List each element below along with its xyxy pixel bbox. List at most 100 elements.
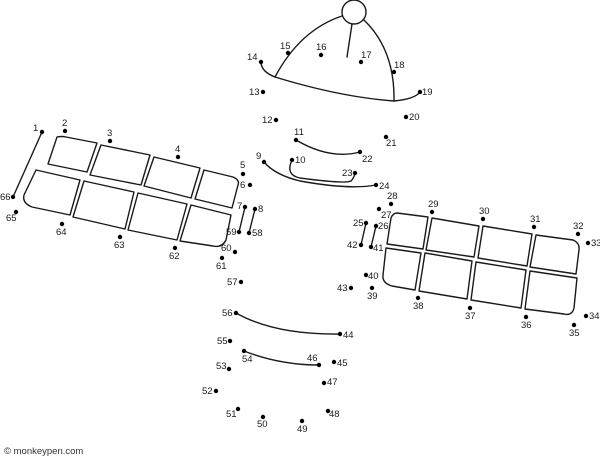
dot-marker — [363, 220, 369, 226]
dot-marker — [575, 231, 581, 237]
dot-marker — [261, 159, 267, 165]
dot-8: 8 — [252, 204, 263, 215]
dot-number-label: 60 — [221, 243, 232, 254]
dot-33: 33 — [585, 238, 600, 249]
dot-28: 28 — [387, 191, 398, 207]
dot-marker — [331, 359, 337, 365]
dot-16: 16 — [316, 42, 327, 58]
dot-number-label: 50 — [257, 419, 268, 430]
dot-number-label: 42 — [347, 240, 358, 251]
dot-marker — [260, 414, 266, 420]
dot-number-label: 7 — [237, 201, 242, 212]
dot-marker — [236, 229, 242, 235]
dot-25: 25 — [353, 218, 369, 229]
dot-marker — [226, 366, 232, 372]
dot-20: 20 — [403, 112, 420, 123]
dot-marker — [429, 209, 435, 215]
dot-marker — [285, 50, 291, 56]
dot-7: 7 — [237, 201, 248, 212]
dot-number-label: 56 — [222, 308, 233, 319]
dot-52: 52 — [202, 386, 219, 397]
dot-41: 41 — [368, 243, 384, 254]
dot-number-label: 27 — [381, 210, 392, 221]
dot-1: 1 — [33, 123, 45, 135]
dot-marker — [337, 331, 343, 337]
dot-marker — [13, 209, 19, 215]
dot-46: 46 — [307, 353, 322, 368]
dot-number-label: 32 — [573, 221, 584, 232]
dot-40: 40 — [363, 271, 379, 282]
dot-marker — [571, 322, 577, 328]
dot-number-label: 3 — [107, 128, 112, 139]
dot-31: 31 — [530, 214, 541, 230]
dot-48: 48 — [325, 408, 340, 420]
dot-65: 65 — [6, 209, 19, 224]
dot-13: 13 — [249, 87, 266, 98]
dot-47: 47 — [321, 377, 338, 388]
dot-62: 62 — [169, 245, 180, 262]
dot-53: 53 — [216, 361, 232, 372]
curve-56-44 — [235, 312, 341, 335]
dot-marker — [107, 138, 113, 144]
dot-2: 2 — [62, 118, 68, 134]
dot-marker — [235, 406, 241, 412]
dot-number-label: 59 — [226, 227, 237, 238]
dot-number-label: 39 — [367, 291, 378, 302]
dot-marker — [357, 149, 363, 155]
dot-19: 19 — [417, 87, 433, 98]
dot-marker — [252, 206, 258, 212]
dot-39: 39 — [367, 285, 378, 302]
dot-37: 37 — [465, 305, 476, 322]
dot-number-label: 15 — [280, 41, 291, 52]
dot-number-label: 6 — [240, 180, 245, 191]
dot-marker — [59, 221, 65, 227]
hat-outline — [260, 0, 421, 102]
dot-14: 14 — [247, 52, 264, 65]
dot-number-label: 1 — [33, 123, 38, 134]
dot-marker — [318, 52, 324, 58]
dot-marker — [273, 117, 279, 123]
dot-marker — [388, 201, 394, 207]
dot-61: 61 — [216, 255, 227, 272]
dot-45: 45 — [331, 358, 348, 369]
dot-24: 24 — [373, 181, 390, 192]
curve-10-23 — [289, 159, 356, 183]
dot-10: 10 — [289, 155, 306, 166]
dot-number-label: 31 — [530, 214, 541, 225]
dot-marker — [293, 137, 299, 143]
dot-number-label: 21 — [386, 138, 397, 149]
dot-63: 63 — [114, 234, 125, 251]
dot-number-label: 10 — [295, 155, 306, 166]
dot-36: 36 — [521, 314, 532, 331]
dot-number-label: 63 — [114, 240, 125, 251]
dot-marker — [316, 362, 322, 368]
dot-number-label: 24 — [379, 181, 390, 192]
dot-marker — [227, 338, 233, 344]
dot-number-label: 25 — [353, 218, 364, 229]
dot-number-label: 48 — [329, 409, 340, 420]
curve-11-22 — [295, 139, 361, 155]
dot-22: 22 — [357, 149, 373, 165]
dot-27: 27 — [376, 206, 392, 221]
dot-number-label: 16 — [316, 42, 327, 53]
dot-26: 26 — [373, 221, 389, 232]
dot-number-label: 34 — [589, 311, 600, 322]
dot-marker — [175, 154, 181, 160]
dot-marker — [368, 244, 374, 250]
dot-5: 5 — [240, 160, 245, 177]
dot-number-label: 45 — [337, 358, 348, 369]
dot-marker — [523, 314, 529, 320]
dot-58: 58 — [246, 228, 263, 239]
dot-50: 50 — [257, 414, 268, 430]
dot-marker — [480, 216, 486, 222]
dot-59: 59 — [226, 227, 242, 238]
dot-marker — [62, 128, 68, 134]
dot-marker — [321, 380, 327, 386]
dot-12: 12 — [262, 115, 279, 126]
dot-number-label: 23 — [342, 168, 353, 179]
dot-marker — [383, 134, 389, 140]
dot-number-label: 37 — [465, 311, 476, 322]
dot-marker — [325, 408, 331, 414]
